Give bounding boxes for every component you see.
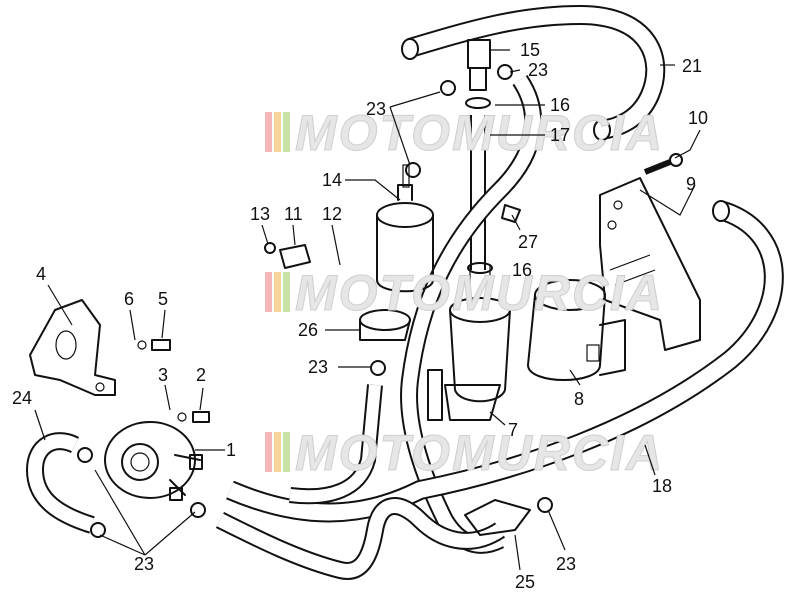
svg-text:MOTOMURCIA: MOTOMURCIA [295,265,664,321]
connector-15 [465,39,491,109]
callout-labels: 15 21 23 23 16 17 10 14 9 13 11 12 27 16… [12,40,708,592]
callout-24: 24 [12,388,32,408]
callout-13: 13 [250,204,270,224]
screw-2 [177,411,210,423]
watermark-top: MOTOMURCIA [265,105,664,162]
svg-text:MOTOMURCIA: MOTOMURCIA [295,425,664,481]
callout-7: 7 [508,420,518,440]
callout-16-top: 16 [550,95,570,115]
callout-1: 1 [226,440,236,460]
hose-clamps [77,64,553,538]
clip-27 [501,204,521,223]
callout-23-filter: 23 [366,99,386,119]
watermark-middle: MOTOMURCIA [265,265,664,322]
callout-4: 4 [36,264,46,284]
callout-15: 15 [520,40,540,60]
leader-lines [34,49,701,571]
callout-27: 27 [518,232,538,252]
callout-8: 8 [574,389,584,409]
callout-5: 5 [158,289,168,309]
callout-25: 25 [515,572,535,592]
fuel-pump-7 [427,262,511,421]
clip-11 [279,244,311,269]
hose-left-vertical [289,384,383,505]
callout-17: 17 [550,125,570,145]
callout-21: 21 [682,56,702,76]
callout-2: 2 [196,365,206,385]
fuel-filter-14 [376,164,434,293]
callout-23-mid: 23 [308,357,328,377]
callout-23-bottom-left: 23 [134,554,154,574]
bolt-13 [264,242,276,254]
bracket-9 [599,177,701,351]
hose-lower [215,497,505,580]
callout-6: 6 [124,289,134,309]
callout-18: 18 [652,476,672,496]
filter-housing-1 [104,421,203,501]
hose-21 [401,4,666,141]
callout-26: 26 [298,320,318,340]
hose-24 [25,432,95,534]
hose-18 [226,200,784,523]
hose-12 [400,75,543,554]
callout-23-bottom-right: 23 [556,554,576,574]
callout-12: 12 [322,204,342,224]
callout-14: 14 [322,170,342,190]
callout-9: 9 [686,174,696,194]
clamp-25 [464,499,531,536]
bracket-4 [29,299,116,396]
watermark-bottom: MOTOMURCIA [265,425,664,482]
screw-5 [137,339,171,351]
callout-10: 10 [688,108,708,128]
bolt-10 [643,153,683,175]
clamp-sleeve-8 [527,279,626,381]
callout-23-top: 23 [528,60,548,80]
callout-11: 11 [284,204,303,224]
callout-16-pump: 16 [512,260,532,280]
callout-3: 3 [158,365,168,385]
svg-text:MOTOMURCIA: MOTOMURCIA [295,105,664,161]
